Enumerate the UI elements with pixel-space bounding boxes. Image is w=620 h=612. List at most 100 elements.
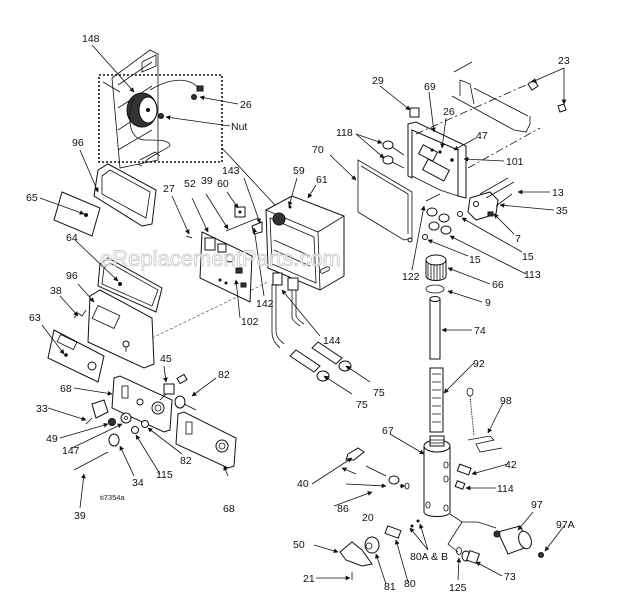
cover-96-top	[93, 163, 157, 227]
screw-122	[425, 193, 441, 202]
callout-75-lower: 75	[356, 399, 368, 411]
oring-15-a	[457, 211, 463, 217]
callout-26-heater: 26	[240, 99, 252, 111]
callout-67: 67	[382, 425, 394, 437]
nut-97a	[538, 552, 544, 558]
label-65	[53, 191, 101, 237]
callout-82-upper: 82	[218, 369, 230, 381]
callout-98: 98	[500, 395, 512, 407]
callout-59: 59	[293, 165, 305, 177]
callout-35: 35	[556, 205, 568, 217]
oring-15-b	[422, 234, 428, 240]
manifold-67	[423, 435, 451, 517]
callout-122: 122	[402, 271, 420, 283]
callout-7: 7	[515, 233, 521, 245]
callout-15-right: 15	[522, 251, 534, 263]
faceplate-63	[47, 329, 105, 383]
callout-74: 74	[474, 325, 486, 337]
toggle-33	[85, 399, 109, 425]
bracket-101	[407, 121, 467, 199]
nut	[158, 113, 164, 119]
callout-68-right: 68	[223, 503, 235, 515]
nozzle-97	[493, 525, 532, 555]
callout-60: 60	[217, 178, 229, 190]
washer-147	[120, 412, 132, 424]
callout-40: 40	[297, 478, 309, 490]
cap-66	[425, 254, 447, 281]
callout-nut: Nut	[231, 121, 247, 133]
callout-148: 148	[82, 33, 100, 45]
filter-92	[429, 367, 444, 433]
oring-20	[404, 482, 410, 490]
callout-42: 42	[505, 459, 517, 471]
callout-82-lower: 82	[180, 455, 192, 467]
callout-9: 9	[485, 297, 491, 309]
valve-113	[426, 207, 452, 235]
callout-73: 73	[504, 571, 516, 583]
callout-23: 23	[558, 55, 570, 67]
watermark: eReplacementParts.com	[100, 246, 341, 271]
callout-33: 33	[36, 403, 48, 415]
fitting-73	[461, 549, 481, 565]
callout-118: 118	[336, 127, 353, 139]
callout-101: 101	[506, 156, 524, 168]
callout-45: 45	[160, 353, 172, 365]
callout-49: 49	[46, 433, 58, 445]
callout-80: 80	[404, 578, 416, 590]
screw-27	[185, 235, 193, 239]
callout-52: 52	[184, 178, 196, 190]
callout-20: 20	[362, 512, 374, 524]
fitting-23	[527, 79, 567, 113]
callout-27: 27	[163, 183, 175, 195]
callout-29: 29	[372, 75, 384, 87]
callout-96-mid: 96	[66, 270, 78, 282]
faceplate-68-b	[175, 411, 237, 469]
callout-39-board: 39	[201, 175, 213, 187]
oring-125	[456, 547, 462, 555]
cap-81	[364, 536, 380, 554]
fitting-80	[384, 525, 402, 539]
nut-26	[191, 94, 197, 100]
fitting-42	[456, 463, 472, 476]
nut-82-b	[141, 420, 149, 428]
knob-49	[108, 418, 116, 426]
hose-line	[447, 513, 497, 553]
heater-inset-box	[98, 74, 223, 163]
callout-15-left: 15	[469, 254, 481, 266]
callout-102: 102	[241, 316, 259, 328]
mount-bracket	[451, 61, 531, 133]
callout-75-upper: 75	[373, 387, 385, 399]
tube-74	[429, 296, 441, 360]
label-60	[234, 206, 246, 218]
callout-63: 63	[29, 312, 41, 324]
callout-21: 21	[303, 573, 315, 585]
fittings-118	[382, 140, 405, 169]
callout-81: 81	[384, 581, 396, 593]
nut-115	[131, 426, 139, 434]
oring-9	[425, 284, 445, 294]
callout-142: 142	[256, 298, 274, 310]
callout-80ab: 80A & B	[410, 551, 448, 563]
callout-70: 70	[312, 144, 324, 156]
callout-47: 47	[476, 130, 488, 142]
clip-98	[466, 387, 503, 453]
rod-39	[73, 451, 109, 471]
bolts-13	[479, 177, 515, 207]
heater-element	[126, 92, 158, 128]
faceplate-68-a	[111, 375, 173, 433]
callout-114: 114	[497, 483, 514, 495]
callout-61: 61	[316, 174, 328, 186]
callout-26-bracket: 26	[443, 106, 455, 118]
gasket-70	[357, 159, 413, 243]
strain-reliefs	[271, 272, 305, 349]
callout-97a: 97A	[556, 519, 575, 531]
callout-86: 86	[337, 503, 349, 515]
heater-assembly	[98, 49, 223, 169]
standoff-39	[225, 217, 259, 232]
callout-113: 113	[524, 269, 541, 281]
callout-labels: 148 26 Nut 96 65 64 96 38 63 27 52 39 60…	[26, 33, 575, 594]
figure-id: ti7354a	[100, 493, 125, 502]
probe-86	[365, 465, 400, 485]
callout-66: 66	[492, 279, 504, 291]
